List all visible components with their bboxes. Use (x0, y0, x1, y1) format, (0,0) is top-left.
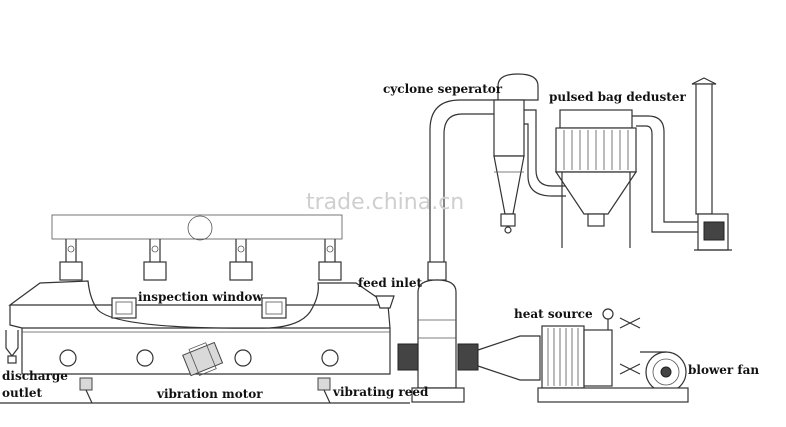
air-port (59, 349, 77, 367)
feed-inlet (375, 295, 395, 309)
label-blower-fan: blower fan (688, 363, 760, 377)
label-pulsed-bag-deduster: pulsed bag deduster (549, 90, 686, 104)
label-heat-source: heat source (514, 307, 593, 321)
air-heater-column (397, 261, 479, 403)
label-vibration-motor: vibration motor (157, 387, 263, 401)
exhaust-manifold (51, 214, 343, 240)
cyclone-separator (493, 73, 566, 234)
label-inspection-window: inspection window (138, 290, 263, 304)
label-discharge: discharge (2, 369, 68, 383)
exhaust-fan-stack (691, 77, 732, 251)
vibrating-reeds (79, 377, 331, 404)
label-feed-inlet: feed inlet (358, 276, 423, 290)
label-vibrating-reed: vibrating reed (333, 385, 429, 399)
vibration-motor (182, 341, 224, 377)
label-cyclone-separator: cyclone seperator (383, 82, 503, 96)
fluid-bed-dryer (0, 214, 410, 404)
inspection-window-right (261, 297, 287, 319)
watermark: trade.china.cn (306, 190, 465, 215)
heat-source-unit (477, 308, 689, 403)
inspection-window-left (111, 297, 137, 319)
dryer-hood (8, 280, 390, 329)
manifold-port (187, 215, 213, 241)
exhaust-pipes (59, 239, 342, 281)
heater-valve-right (457, 343, 479, 371)
discharge-outlet (5, 330, 19, 357)
pulsed-bag-deduster (554, 109, 700, 248)
label-outlet: outlet (2, 386, 43, 400)
heater-valve-left (397, 343, 419, 371)
